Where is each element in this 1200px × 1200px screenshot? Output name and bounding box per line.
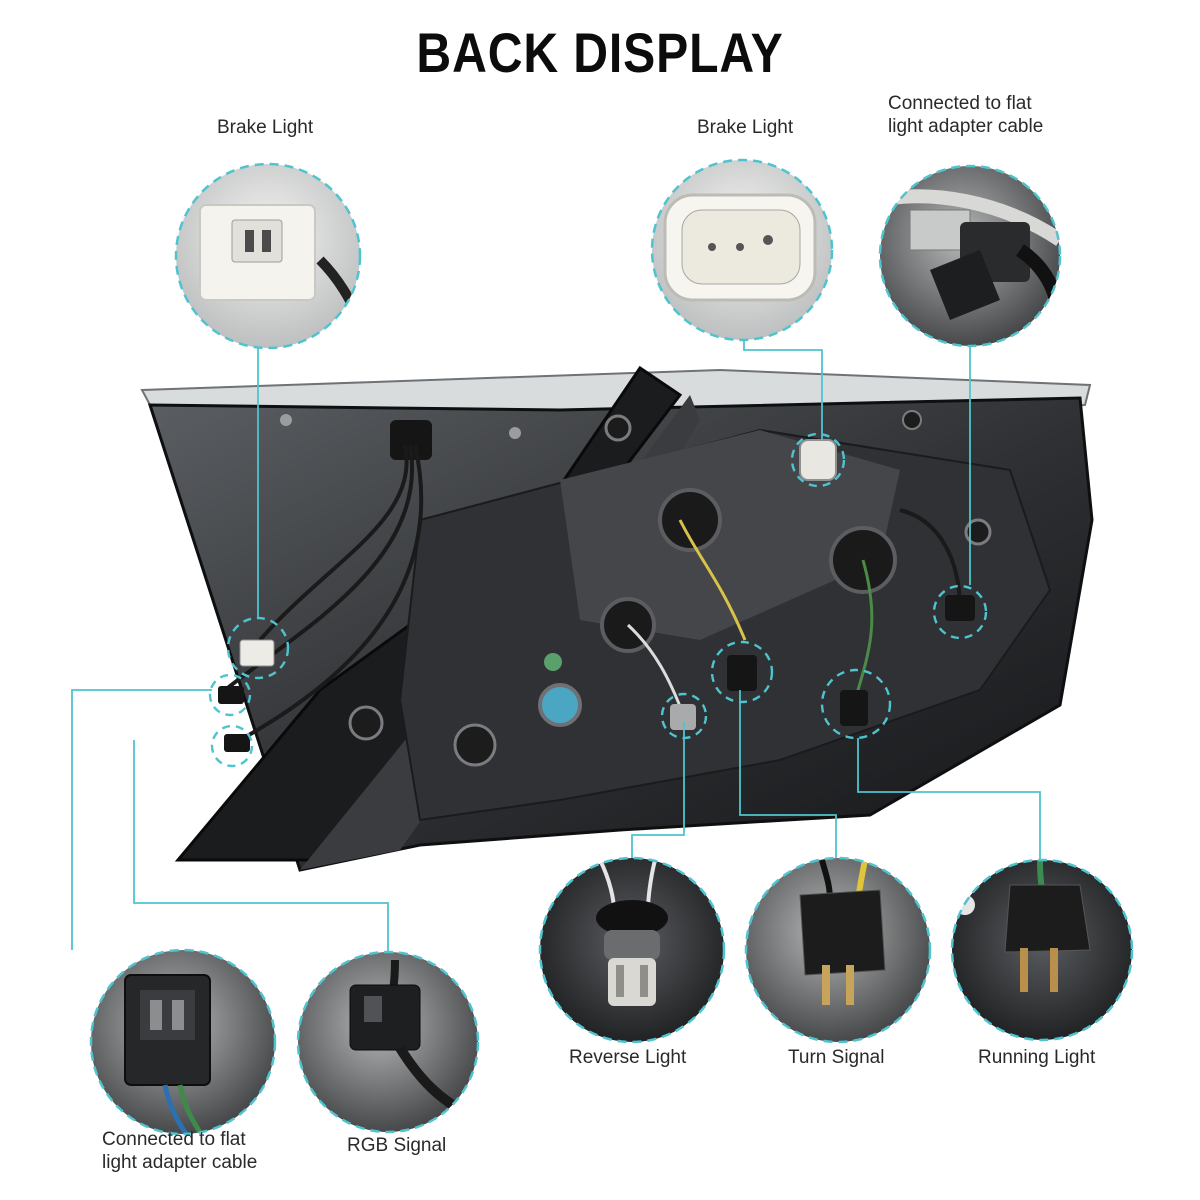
flat-adapter-connector-icon xyxy=(878,164,1062,348)
label-running-light: Running Light xyxy=(978,1047,1096,1068)
tail-light-housing xyxy=(140,365,1094,872)
white-2pin-connector-icon xyxy=(174,162,362,350)
label-adapter-cable-top: Connected to flat light adapter cable xyxy=(888,93,1044,137)
bulb-socket-icon xyxy=(538,856,726,1044)
white-3pin-connector-icon xyxy=(650,158,834,342)
label-turn-signal: Turn Signal xyxy=(788,1047,885,1068)
label-brake-light-left: Brake Light xyxy=(217,117,314,138)
label-brake-light-right: Brake Light xyxy=(697,117,794,138)
label-reverse-light: Reverse Light xyxy=(569,1047,687,1068)
black-2pin-connector-icon xyxy=(296,950,480,1134)
black-multi-pin-connector-icon xyxy=(89,948,277,1136)
black-socket-connector-icon xyxy=(950,858,1134,1042)
label-rgb-signal: RGB Signal xyxy=(347,1135,447,1156)
callout-markers xyxy=(208,432,988,768)
page-title: BACK DISPLAY xyxy=(416,21,784,84)
label-adapter-cable-bottom: Connected to flat light adapter cable xyxy=(102,1129,258,1173)
callout-lines xyxy=(71,340,1041,952)
black-socket-connector-icon xyxy=(744,856,932,1044)
